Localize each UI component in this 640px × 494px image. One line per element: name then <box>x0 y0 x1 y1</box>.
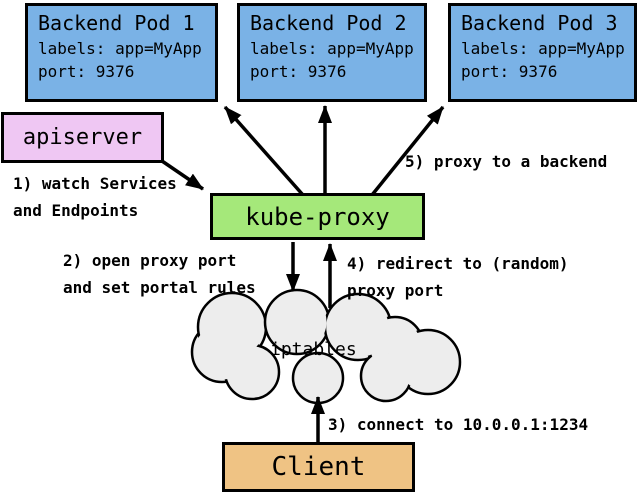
annotation-step2-line1: 2) open proxy port <box>63 251 237 270</box>
annotation-step5: 5) proxy to a backend <box>405 152 608 171</box>
backend-pod-3: Backend Pod 3 labels: app=MyApp port: 93… <box>448 3 637 102</box>
annotation-step4-line1: 4) redirect to (random) <box>347 254 569 273</box>
apiserver-node: apiserver <box>1 112 164 163</box>
annotation-step2: 2) open proxy port and set portal rules <box>63 247 256 301</box>
pod-labels: labels: app=MyApp <box>461 39 625 58</box>
annotation-step1: 1) watch Services and Endpoints <box>13 170 177 224</box>
arrow-proxy-to-pod3 <box>370 105 445 197</box>
client-label: Client <box>271 452 366 482</box>
annotation-step3: 3) connect to 10.0.0.1:1234 <box>328 415 589 434</box>
pod-labels: labels: app=MyApp <box>250 39 414 58</box>
pod-title: Backend Pod 3 <box>461 11 618 35</box>
pod-port: port: 9376 <box>250 62 347 81</box>
pod-title: Backend Pod 1 <box>38 11 195 35</box>
pod-title: Backend Pod 2 <box>250 11 407 35</box>
backend-pod-2: Backend Pod 2 labels: app=MyApp port: 93… <box>237 3 427 102</box>
annotation-step1-line2: and Endpoints <box>13 201 139 220</box>
backend-pod-1: Backend Pod 1 labels: app=MyApp port: 93… <box>25 3 218 102</box>
annotation-step4-line2: proxy port <box>347 281 444 300</box>
arrow-step1-apiserver-to-kubeproxy <box>161 159 204 191</box>
kube-proxy-label: kube-proxy <box>245 202 390 231</box>
pod-labels: labels: app=MyApp <box>38 39 202 58</box>
apiserver-label: apiserver <box>22 125 143 150</box>
kube-proxy-node: kube-proxy <box>210 193 425 240</box>
iptables-label: iptables <box>270 339 357 360</box>
annotation-step4: 4) redirect to (random) proxy port <box>347 250 569 304</box>
pod-port: port: 9376 <box>38 62 135 81</box>
pod-port: port: 9376 <box>461 62 558 81</box>
annotation-step1-line1: 1) watch Services <box>13 174 177 193</box>
client-node: Client <box>222 442 415 492</box>
annotation-step2-line2: and set portal rules <box>63 278 256 297</box>
arrow-proxy-to-pod1 <box>223 105 305 197</box>
iptables-cloud-fill <box>194 292 458 401</box>
